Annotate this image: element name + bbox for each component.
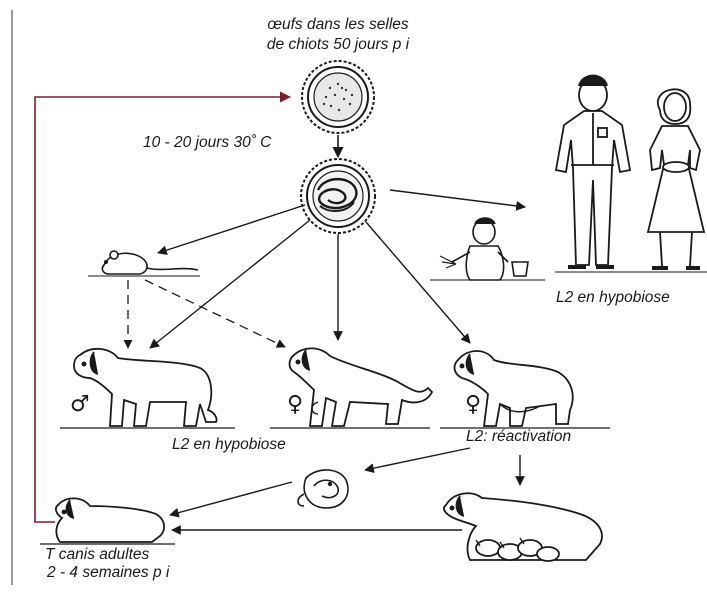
arrow-to-humans — [390, 190, 525, 207]
arrow-to-pregnant-dog — [366, 222, 470, 343]
cycle-return-line — [35, 97, 290, 522]
reactivation-label: L2: réactivation — [466, 428, 571, 446]
mouse-icon — [88, 251, 200, 276]
child-icon — [430, 218, 545, 280]
embryonated-egg-icon — [301, 159, 375, 233]
humans-hypobiosis-label: L2 en hypobiose — [556, 289, 670, 307]
nursing-dog-icon — [444, 493, 602, 561]
female-symbol-1: ♀ — [287, 392, 303, 417]
arrow-fetus-to-puppy — [170, 482, 292, 515]
arrow-to-male-dog — [150, 220, 310, 348]
adults-label-line2: 2 - 4 semaines p i — [47, 564, 169, 582]
fetus-icon — [298, 470, 348, 508]
arrow-to-fetus — [365, 448, 470, 470]
dogs-hypobiosis-label: L2 en hypobiose — [172, 436, 286, 454]
dashed-arrow-mouse-to-female-dog — [145, 280, 285, 347]
incubation-label: 10 - 20 jours 30˚ C — [143, 134, 271, 152]
man-icon — [556, 76, 630, 268]
egg-icon — [302, 61, 374, 133]
adults-label-line1: T canis adultes — [45, 546, 149, 564]
woman-icon — [648, 89, 704, 268]
arrow-to-mouse — [158, 205, 305, 253]
puppy-icon — [40, 498, 175, 544]
eggs-label-line1: œufs dans les selles — [238, 16, 438, 34]
eggs-label-line2: de chiots 50 jours p i — [238, 36, 438, 54]
female-symbol-2: ♀ — [465, 392, 481, 417]
male-symbol: ♂ — [70, 392, 90, 417]
